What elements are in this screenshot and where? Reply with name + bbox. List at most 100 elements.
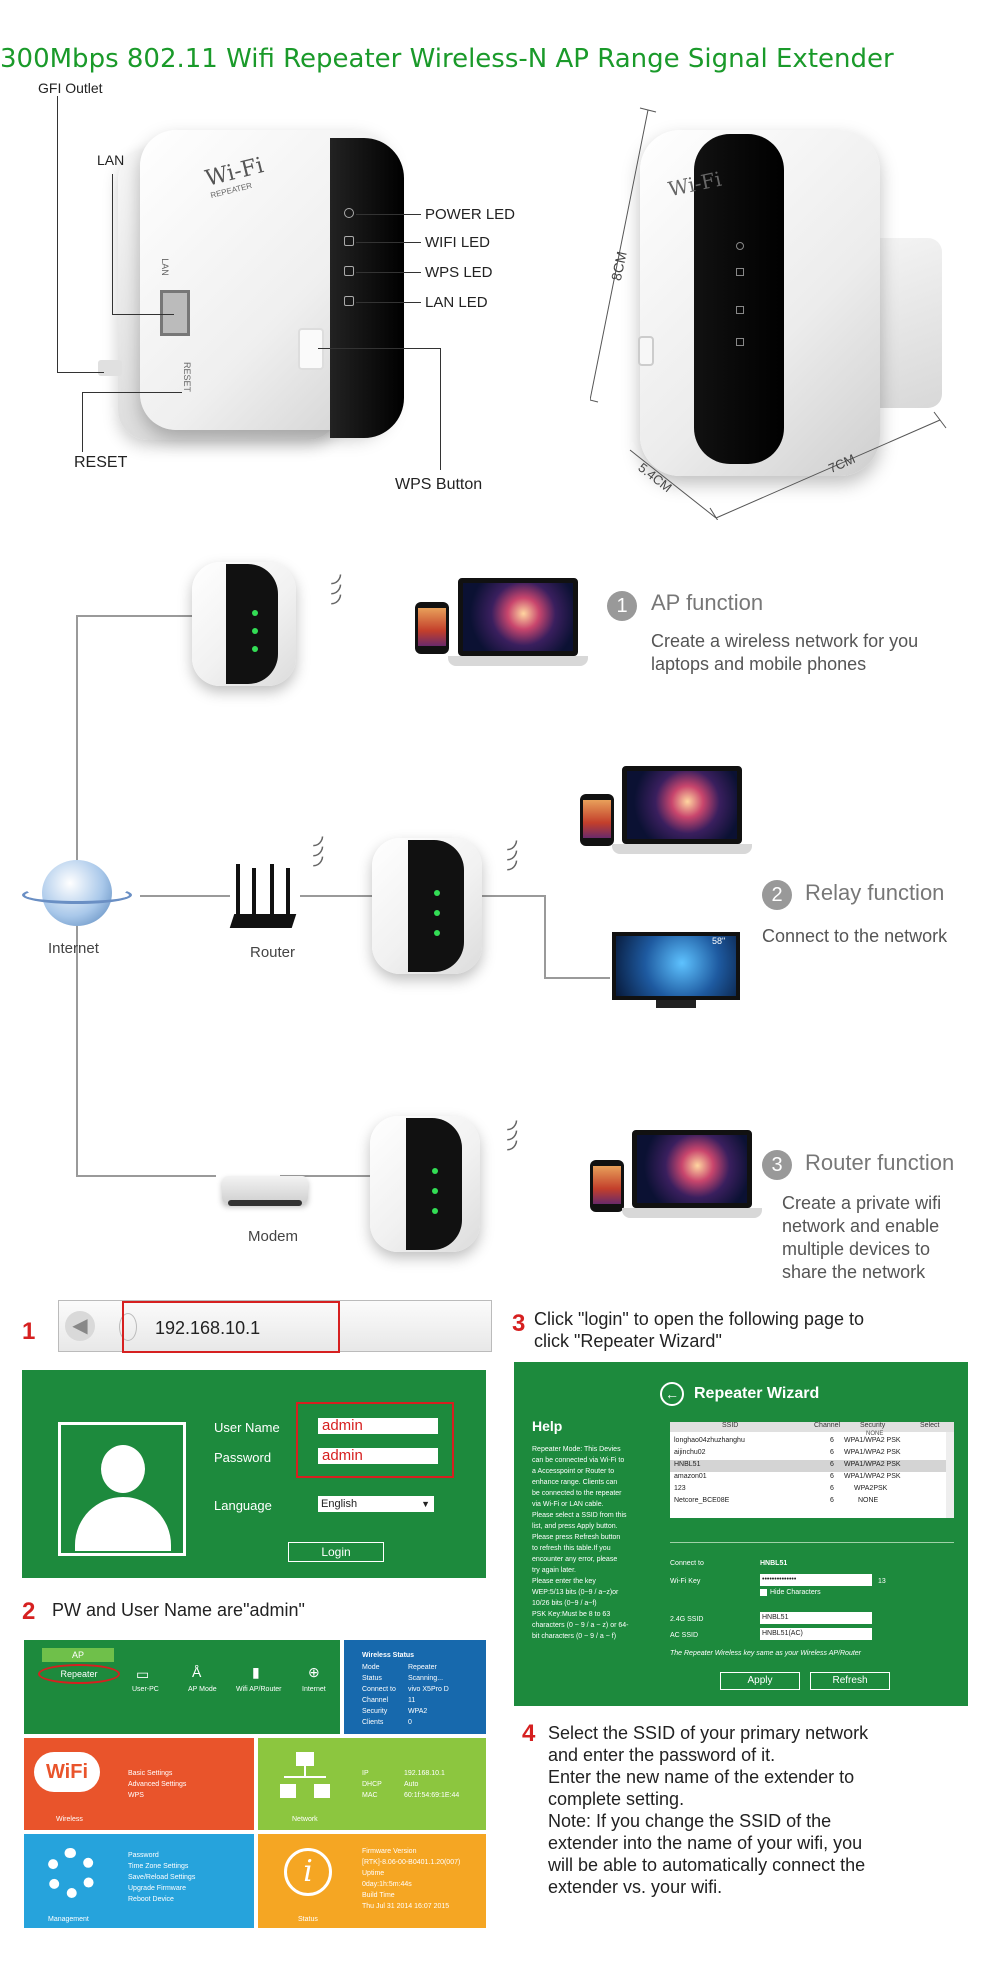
step-2-text: PW and User Name are"admin" xyxy=(52,1600,305,1620)
step-4-number: 4 xyxy=(522,1720,536,1747)
network-label-dhcp: DHCP xyxy=(362,1781,382,1788)
help-line: Please enter the key xyxy=(532,1578,596,1585)
table-row[interactable]: longhao04zhuzhanghu 6 WPA1/WPA2 PSK xyxy=(670,1436,954,1448)
pc-icon: ▭ xyxy=(136,1666,150,1682)
status-value-status: Scanning... xyxy=(408,1675,444,1682)
network-tile[interactable]: Network IP 192.168.10.1 DHCP Auto MAC 60… xyxy=(258,1738,486,1830)
page-icon xyxy=(119,1313,137,1341)
wizard-title: Repeater Wizard xyxy=(694,1385,820,1402)
status-firmware-label: Firmware Version xyxy=(362,1848,417,1855)
wireless-item-wps[interactable]: WPS xyxy=(128,1792,144,1799)
ssid24-field[interactable]: HNBL51 xyxy=(760,1612,872,1624)
internet-globe-icon xyxy=(22,856,132,932)
wifi-led-label: WIFI LED xyxy=(425,234,491,251)
row-ssid: 123 xyxy=(674,1485,686,1492)
chevron-down-icon: ▼ xyxy=(421,1499,430,1509)
router-fn-repeater-device xyxy=(370,1116,480,1252)
help-line: WEP:5/13 bits (0~9 / a~z)or xyxy=(532,1589,619,1596)
outlet-prong xyxy=(98,360,122,376)
table-row-selected[interactable]: HNBL51 6 WPA1/WPA2 PSK xyxy=(670,1460,954,1472)
username-field[interactable]: admin xyxy=(318,1418,438,1434)
row-channel: 6 xyxy=(830,1485,834,1492)
management-tile-label: Management xyxy=(48,1916,89,1923)
col-select: Select xyxy=(920,1422,940,1429)
router-function-title: Router function xyxy=(805,1150,955,1175)
relay-phone-icon xyxy=(580,794,614,846)
ap-mode-tab[interactable]: AP xyxy=(42,1648,114,1662)
antenna-icon: Å xyxy=(192,1664,202,1680)
address-value[interactable]: 192.168.10.1 xyxy=(155,1318,261,1338)
ap-branch-line xyxy=(76,615,196,617)
modem-to-repeater-line xyxy=(280,1175,370,1177)
language-label: Language xyxy=(214,1498,272,1513)
gear-icon xyxy=(46,1848,96,1898)
table-row[interactable]: Netcore_BCE08E 6 NONE xyxy=(670,1496,954,1508)
table-row[interactable]: 123 6 WPA2PSK xyxy=(670,1484,954,1496)
management-item-upgrade[interactable]: Upgrade Firmware xyxy=(128,1885,186,1892)
ap-phone-icon xyxy=(415,602,449,654)
status-uptime-value: 0day:1h:5m:44s xyxy=(362,1881,412,1888)
router-function-desc-4: share the network xyxy=(782,1262,926,1282)
management-item-reboot[interactable]: Reboot Device xyxy=(128,1896,174,1903)
dim-device-face xyxy=(694,134,784,464)
wireless-tile[interactable]: WiFi Wireless Basic Settings Advanced Se… xyxy=(24,1738,254,1830)
row-ssid: longhao04zhuzhanghu xyxy=(674,1437,745,1444)
help-line: encounter any error, please xyxy=(532,1556,618,1563)
help-line: be connected to the repeater xyxy=(532,1490,622,1497)
language-select[interactable]: English ▼ xyxy=(318,1496,434,1512)
help-line: can be connected via Wi-Fi to xyxy=(532,1457,625,1464)
side-reset-label: RESET xyxy=(182,361,193,393)
management-item-timezone[interactable]: Time Zone Settings xyxy=(128,1863,189,1870)
back-circle-icon[interactable]: ← xyxy=(660,1382,684,1406)
step-4-line-8: extender vs. your wifi. xyxy=(548,1877,723,1897)
step-4-line-2: and enter the password of it. xyxy=(548,1745,776,1765)
ssid24-label: 2.4G SSID xyxy=(670,1616,704,1623)
wireless-item-advanced[interactable]: Advanced Settings xyxy=(128,1781,187,1788)
page-title: 300Mbps 802.11 Wifi Repeater Wireless-N … xyxy=(0,44,894,74)
tv-size-label: 58" xyxy=(712,936,726,946)
table-row[interactable]: amazon01 6 WPA1/WPA2 PSK xyxy=(670,1472,954,1484)
management-item-password[interactable]: Password xyxy=(128,1852,159,1859)
table-row[interactable]: aijinchu02 6 WPA1/WPA2 PSK xyxy=(670,1448,954,1460)
wifi-key-field[interactable]: •••••••••••••• xyxy=(760,1574,872,1586)
hide-characters-checkbox[interactable] xyxy=(760,1589,767,1596)
wps-led-indicator xyxy=(344,266,354,276)
step-1-number: 1 xyxy=(22,1318,36,1345)
help-text-block: Repeater Mode: This Devies can be connec… xyxy=(532,1444,664,1642)
network-value-dhcp: Auto xyxy=(404,1781,419,1788)
network-label-ip: IP xyxy=(362,1770,369,1777)
hide-characters-label: Hide Characters xyxy=(770,1589,821,1596)
row-channel: 6 xyxy=(830,1473,834,1480)
lan-port xyxy=(160,290,190,336)
repeater-mode-tab[interactable]: Repeater xyxy=(38,1664,120,1684)
password-field[interactable]: admin xyxy=(318,1448,438,1464)
table-scrollbar[interactable] xyxy=(946,1432,954,1518)
status-tile[interactable]: i Status Firmware Version [RTK]-8.06-00-… xyxy=(258,1834,486,1928)
user-avatar-body xyxy=(75,1497,171,1551)
password-label: Password xyxy=(214,1450,272,1465)
back-arrow-icon[interactable]: ◀ xyxy=(65,1311,95,1341)
login-button[interactable]: Login xyxy=(288,1542,384,1562)
apply-button[interactable]: Apply xyxy=(720,1672,800,1690)
step-2-number: 2 xyxy=(22,1598,36,1625)
management-tile[interactable]: Management Password Time Zone Settings S… xyxy=(24,1834,254,1928)
ac-ssid-field[interactable]: HNBL51(AC) xyxy=(760,1628,872,1640)
wireless-item-basic[interactable]: Basic Settings xyxy=(128,1770,173,1777)
management-item-save-reload[interactable]: Save/Reload Settings xyxy=(128,1874,196,1881)
row-security: WPA1/WPA2 PSK xyxy=(844,1461,901,1468)
refresh-button[interactable]: Refresh xyxy=(810,1672,890,1690)
step-4-line-7: will be able to automatically connect th… xyxy=(548,1855,866,1875)
wps-button-label: WPS Button xyxy=(395,476,483,493)
device-black-face xyxy=(330,138,404,438)
col-security: Security xyxy=(860,1422,886,1429)
wireless-status-tile: Wireless Status Mode Repeater Status Sca… xyxy=(344,1640,486,1734)
browser-address-bar[interactable]: ◀ xyxy=(58,1300,492,1352)
status-buildtime-value: Thu Jul 31 2014 16:07 2015 xyxy=(362,1903,450,1910)
reset-label: RESET xyxy=(74,454,128,471)
status-label-status: Status xyxy=(362,1675,382,1682)
ac-ssid-label: AC SSID xyxy=(670,1632,699,1639)
row-channel: 6 xyxy=(830,1449,834,1456)
row-security: WPA1/WPA2 PSK xyxy=(844,1437,901,1444)
relay-function-desc-1: Connect to the network xyxy=(762,926,948,946)
relay-function-number: 2 xyxy=(762,880,792,910)
